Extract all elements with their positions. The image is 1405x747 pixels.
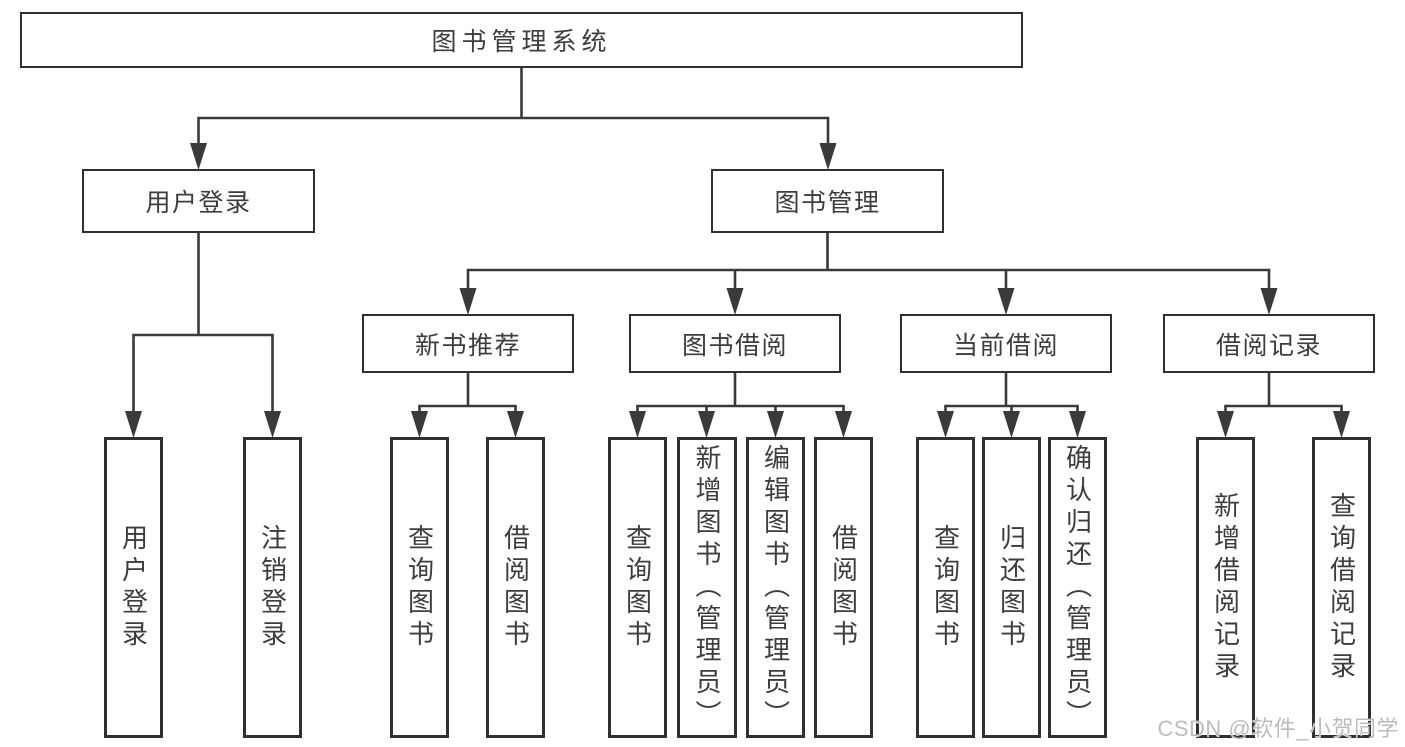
- leaf-add-borrow-record: 新增借阅记录: [1196, 437, 1255, 738]
- leaf-add-books-admin: 新增图书（管理员）: [677, 437, 737, 738]
- leaf-logout: 注销登录: [243, 437, 302, 738]
- leaf-label: 新增图书（管理员）: [692, 443, 722, 732]
- leaf-borrow-books-borrowing: 借阅图书: [814, 437, 873, 738]
- leaf-label: 查询图书: [404, 523, 435, 652]
- leaf-label: 查询图书: [622, 523, 653, 652]
- node-user-login: 用户登录: [82, 169, 315, 233]
- leaf-user-login: 用户登录: [104, 437, 163, 738]
- leaf-query-borrow-record: 查询借阅记录: [1312, 437, 1371, 738]
- leaf-label: 新增借阅记录: [1210, 491, 1241, 684]
- leaf-label: 查询图书: [930, 523, 961, 652]
- leaf-query-books-recommend: 查询图书: [390, 437, 449, 738]
- leaf-label: 归还图书: [996, 523, 1027, 652]
- leaf-label: 借阅图书: [828, 523, 859, 652]
- node-library-management-system: 图书管理系统: [20, 12, 1023, 68]
- node-current-borrowing: 当前借阅: [900, 314, 1112, 373]
- leaf-label: 确认归还（管理员）: [1062, 443, 1093, 732]
- leaf-return-books: 归还图书: [982, 437, 1041, 738]
- leaf-label: 借阅图书: [500, 523, 531, 652]
- leaf-query-books-current: 查询图书: [916, 437, 975, 738]
- arrowheads: [125, 143, 1350, 438]
- node-new-book-recommendation: 新书推荐: [362, 314, 574, 373]
- node-book-borrowing: 图书借阅: [629, 314, 841, 373]
- leaf-label: 用户登录: [118, 523, 149, 652]
- leaf-confirm-return-admin: 确认归还（管理员）: [1048, 437, 1107, 738]
- leaf-query-books-borrowing: 查询图书: [608, 437, 667, 738]
- leaf-edit-books-admin: 编辑图书（管理员）: [746, 437, 805, 738]
- node-book-management: 图书管理: [711, 169, 944, 233]
- node-borrowing-records: 借阅记录: [1163, 314, 1375, 373]
- leaf-label: 编辑图书（管理员）: [760, 443, 791, 732]
- leaf-label: 注销登录: [257, 523, 288, 652]
- leaf-label: 查询借阅记录: [1326, 491, 1357, 684]
- leaf-borrow-books-recommend: 借阅图书: [486, 437, 545, 738]
